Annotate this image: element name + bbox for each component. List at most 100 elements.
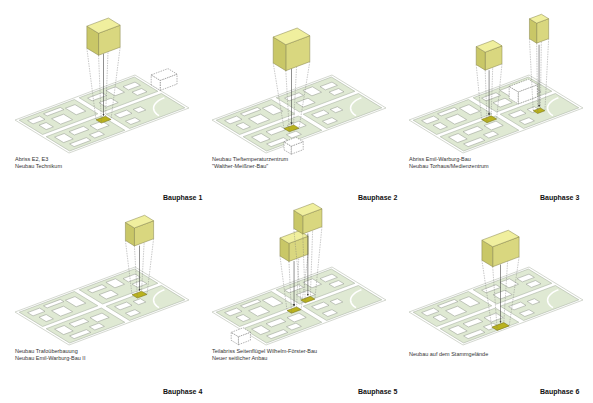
green-block bbox=[19, 100, 98, 135]
new-footprint bbox=[301, 296, 315, 302]
projection-line bbox=[273, 63, 284, 129]
placement-arrow bbox=[307, 234, 308, 296]
building-outline bbox=[517, 274, 534, 282]
green-block bbox=[413, 292, 492, 327]
curved-path bbox=[154, 290, 165, 308]
curved-path bbox=[154, 98, 165, 116]
projection-line bbox=[310, 221, 313, 296]
building-outline bbox=[286, 323, 301, 330]
building-outline bbox=[125, 310, 140, 317]
green-block bbox=[303, 286, 382, 321]
building-outline bbox=[527, 299, 540, 305]
building-outline bbox=[422, 116, 439, 124]
building-outline bbox=[519, 118, 534, 125]
placement-arrow bbox=[291, 68, 292, 124]
building-outline bbox=[320, 274, 337, 282]
green-block bbox=[303, 94, 382, 129]
building-outline bbox=[433, 315, 447, 322]
green-block bbox=[19, 292, 98, 327]
building-outline bbox=[123, 82, 140, 90]
projection-line bbox=[529, 39, 533, 111]
phase-title: Bauphase 2 bbox=[358, 194, 397, 201]
projection-line bbox=[294, 228, 301, 300]
site-ground bbox=[212, 267, 386, 345]
new-footprint bbox=[287, 307, 301, 313]
building-outline bbox=[99, 98, 118, 107]
new-building-volume bbox=[87, 18, 120, 33]
curved-path bbox=[351, 98, 362, 116]
building-outline bbox=[52, 114, 73, 124]
projection-line bbox=[99, 55, 102, 123]
projection-line bbox=[315, 227, 322, 299]
building-outline bbox=[262, 297, 282, 307]
new-building-volume bbox=[476, 40, 502, 52]
projection-line bbox=[289, 261, 292, 313]
site-plan bbox=[15, 215, 189, 345]
building-outline bbox=[69, 318, 89, 327]
building-outline bbox=[252, 134, 271, 143]
building-outline bbox=[482, 93, 501, 101]
building-outline bbox=[88, 285, 107, 293]
demolished-volume bbox=[509, 79, 537, 92]
building-outline bbox=[438, 107, 458, 116]
site-ground bbox=[15, 75, 189, 153]
projection-line bbox=[497, 64, 502, 119]
projection-line bbox=[280, 256, 287, 311]
new-building-volume bbox=[125, 215, 153, 228]
projection-line bbox=[537, 43, 538, 113]
building-outline bbox=[133, 299, 146, 305]
site-plan bbox=[212, 203, 386, 345]
site-ground bbox=[212, 75, 386, 153]
building-outline bbox=[449, 326, 468, 335]
building-outline bbox=[509, 302, 526, 310]
building-outline bbox=[459, 297, 479, 307]
building-outline bbox=[509, 110, 526, 118]
building-outline bbox=[320, 82, 337, 90]
building-outline bbox=[123, 274, 140, 282]
building-outline bbox=[55, 134, 74, 143]
new-footprint bbox=[96, 116, 111, 123]
phase-title: Bauphase 6 bbox=[540, 388, 579, 395]
building-outline bbox=[125, 118, 140, 125]
site-plan bbox=[212, 28, 386, 154]
building-outline bbox=[312, 302, 329, 310]
building-outline bbox=[303, 87, 322, 96]
new-footprint bbox=[482, 116, 497, 123]
building-outline bbox=[464, 330, 485, 339]
green-block bbox=[106, 94, 185, 129]
building-outline bbox=[69, 126, 89, 135]
building-outline bbox=[493, 98, 512, 107]
building-outline bbox=[433, 123, 447, 130]
building-outline bbox=[89, 323, 104, 330]
green-block bbox=[216, 100, 295, 135]
phase-note: Abriss Emil-Warburg-Bau bbox=[409, 157, 471, 163]
building-outline bbox=[106, 87, 125, 96]
demolished-volume bbox=[231, 328, 250, 337]
new-footprint bbox=[533, 108, 545, 113]
placement-arrow bbox=[500, 265, 501, 323]
building-outline bbox=[133, 107, 146, 113]
building-outline bbox=[44, 299, 64, 308]
projection-line bbox=[134, 246, 137, 298]
building-outline bbox=[241, 299, 261, 308]
building-outline bbox=[322, 310, 337, 317]
building-outline bbox=[99, 290, 118, 299]
building-outline bbox=[28, 116, 45, 124]
building-outline bbox=[286, 131, 301, 138]
building-outline bbox=[39, 123, 53, 130]
building-outline bbox=[115, 302, 132, 310]
building-outline bbox=[422, 308, 439, 316]
building-outline bbox=[303, 279, 322, 288]
building-outline bbox=[55, 326, 74, 335]
building-outline bbox=[287, 313, 306, 322]
building-outline bbox=[262, 105, 282, 115]
building-outline bbox=[39, 315, 53, 322]
projection-line bbox=[286, 71, 290, 132]
placement-arrow bbox=[103, 54, 104, 116]
new-footprint bbox=[132, 291, 147, 298]
phase-title: Bauphase 3 bbox=[540, 194, 579, 201]
placement-arrow bbox=[139, 246, 140, 291]
projection-line bbox=[147, 239, 154, 295]
building-outline bbox=[329, 281, 344, 288]
